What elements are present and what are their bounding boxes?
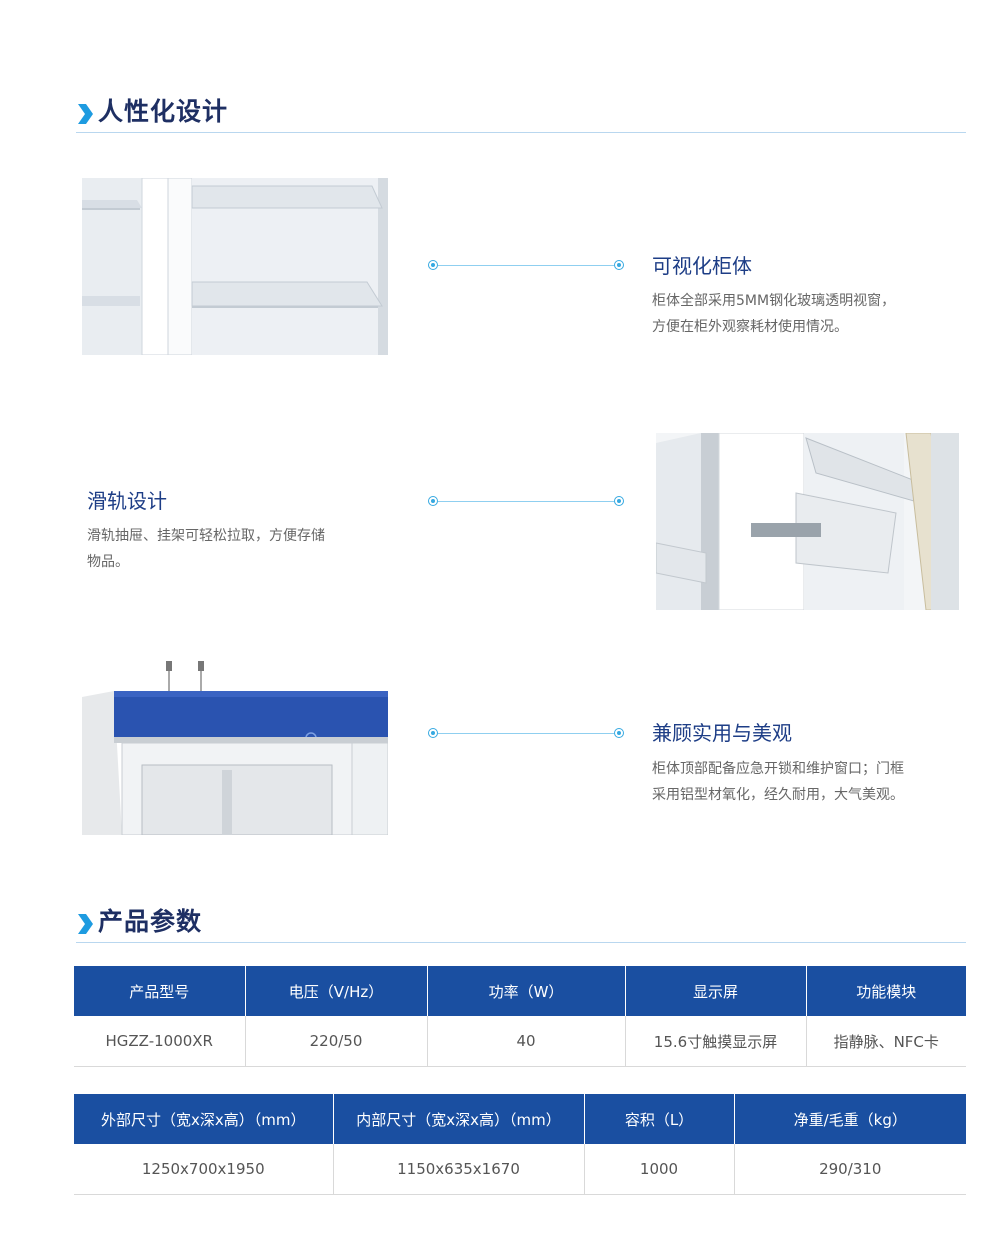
- spec-table-dimensions: 外部尺寸（宽x深x高）（mm） 内部尺寸（宽x深x高）（mm） 容积（L） 净重…: [74, 1094, 966, 1195]
- table-cell: HGZZ-1000XR: [74, 1016, 246, 1067]
- section-title-design: 人性化设计: [98, 97, 229, 126]
- ring-dot-icon: [614, 496, 624, 506]
- table-cell: 指静脉、NFC卡: [806, 1016, 966, 1067]
- product-photo-cabinet-top: [82, 655, 388, 835]
- section-header-design: 人性化设计: [76, 96, 966, 133]
- table-cell: 290/310: [734, 1144, 966, 1195]
- feature-desc-line: 物品。: [87, 554, 129, 570]
- connector-3: [428, 727, 624, 741]
- connector-2: [428, 495, 624, 509]
- feature-desc-line: 柜体全部采用5MM钢化玻璃透明视窗，: [652, 293, 896, 309]
- table-header-cell: 电压（V/Hz）: [245, 966, 428, 1016]
- feature-desc-line: 方便在柜外观察耗材使用情况。: [652, 319, 848, 335]
- feature-desc-line: 采用铝型材氧化，经久耐用，大气美观。: [652, 787, 904, 803]
- table-header-cell: 功能模块: [806, 966, 966, 1016]
- table-header-cell: 净重/毛重（kg）: [734, 1094, 966, 1144]
- table-cell: 220/50: [245, 1016, 428, 1067]
- section-title-params: 产品参数: [98, 907, 203, 936]
- ring-dot-icon: [428, 260, 438, 270]
- table-header-cell: 产品型号: [74, 966, 246, 1016]
- table-cell: 1250x700x1950: [74, 1144, 334, 1195]
- table-row: HGZZ-1000XR 220/50 40 15.6寸触摸显示屏 指静脉、NFC…: [74, 1016, 966, 1067]
- table-header-cell: 功率（W）: [427, 966, 626, 1016]
- table-cell: 1000: [584, 1144, 735, 1195]
- feature-desc-line: 滑轨抽屉、挂架可轻松拉取，方便存储: [87, 528, 325, 544]
- table-header-row: 产品型号 电压（V/Hz） 功率（W） 显示屏 功能模块: [74, 966, 966, 1016]
- section-header-params: 产品参数: [76, 906, 966, 943]
- table-header-row: 外部尺寸（宽x深x高）（mm） 内部尺寸（宽x深x高）（mm） 容积（L） 净重…: [74, 1094, 966, 1144]
- feature-title-slide-rail: 滑轨设计: [87, 489, 167, 513]
- feature-title-practical-aesthetic: 兼顾实用与美观: [652, 721, 792, 745]
- table-cell: 1150x635x1670: [333, 1144, 585, 1195]
- table-row: 1250x700x1950 1150x635x1670 1000 290/310: [74, 1144, 966, 1195]
- spec-table-basic: 产品型号 电压（V/Hz） 功率（W） 显示屏 功能模块 HGZZ-1000XR…: [74, 966, 966, 1067]
- table-cell: 40: [427, 1016, 626, 1067]
- product-photo-slide-rail: [656, 433, 959, 610]
- chevron-right-icon: [78, 914, 93, 934]
- table-header-cell: 外部尺寸（宽x深x高）（mm）: [74, 1094, 334, 1144]
- table-header-cell: 显示屏: [625, 966, 807, 1016]
- ring-dot-icon: [428, 496, 438, 506]
- ring-dot-icon: [614, 260, 624, 270]
- table-cell: 15.6寸触摸显示屏: [625, 1016, 807, 1067]
- chevron-right-icon: [78, 104, 93, 124]
- ring-dot-icon: [614, 728, 624, 738]
- connector-1: [428, 259, 624, 273]
- table-header-cell: 内部尺寸（宽x深x高）（mm）: [333, 1094, 585, 1144]
- feature-desc-line: 柜体顶部配备应急开锁和维护窗口；门框: [652, 761, 904, 777]
- ring-dot-icon: [428, 728, 438, 738]
- feature-title-visible-cabinet: 可视化柜体: [652, 254, 752, 278]
- product-photo-cabinet-glass: [82, 178, 388, 355]
- table-header-cell: 容积（L）: [584, 1094, 735, 1144]
